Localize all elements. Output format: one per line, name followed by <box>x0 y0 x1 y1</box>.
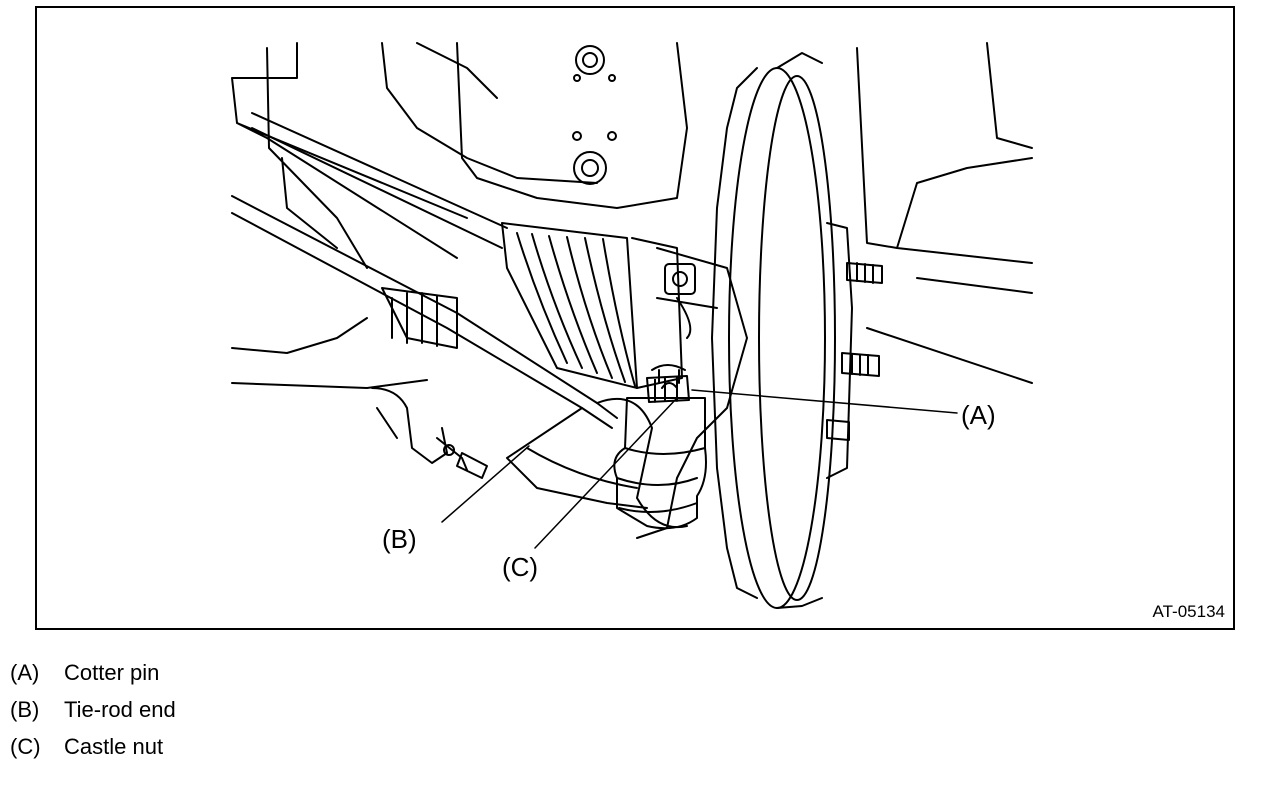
wheel-hub <box>826 222 853 479</box>
legend-item-c: (C) Castle nut <box>10 734 163 760</box>
diagram-frame: (A) (B) (C) AT-05134 <box>35 6 1235 630</box>
legend-key: (A) <box>10 660 40 685</box>
wheel-stud-2 <box>841 352 880 377</box>
strut-body <box>456 42 688 209</box>
wheel-stud-1 <box>846 262 883 284</box>
bolt-upper <box>575 45 605 75</box>
figure-id: AT-05134 <box>1152 602 1225 621</box>
bolt-lower <box>573 151 607 185</box>
legend-label: Tie-rod end <box>64 697 176 722</box>
tie-rod-clamp <box>371 387 468 471</box>
lower-right-line <box>866 277 1033 384</box>
tie-rod-nut <box>381 287 458 349</box>
callout-c: (C) <box>502 552 539 582</box>
callout-a: (A) <box>961 400 996 430</box>
upper-bracket <box>381 42 598 184</box>
legend-item-b: (B) Tie-rod end <box>10 697 176 723</box>
wheel-stud-3 <box>826 419 850 441</box>
axle-shaft <box>251 112 508 249</box>
tie-rod-end <box>506 398 688 529</box>
legend-key: (C) <box>10 734 41 759</box>
legend-item-a: (A) Cotter pin <box>10 660 159 686</box>
tie-rod <box>231 195 618 429</box>
callout-b: (B) <box>382 524 417 554</box>
castle-nut <box>646 375 690 403</box>
suspension-illustration <box>231 42 1033 609</box>
chassis-outline <box>231 42 468 259</box>
brake-disc <box>728 67 826 609</box>
right-panel <box>856 42 1033 264</box>
legend-label: Castle nut <box>64 734 164 759</box>
leader-line-c <box>534 397 678 549</box>
knuckle-bolt <box>664 263 696 295</box>
leader-line-b <box>441 445 530 523</box>
legend-key: (B) <box>10 697 40 722</box>
left-lower-arm <box>231 317 428 389</box>
ball-joint-boot <box>613 397 707 530</box>
legend-label: Cotter pin <box>64 660 160 685</box>
cotter-pin <box>651 364 686 389</box>
leader-line-a <box>691 389 958 414</box>
body-panel <box>266 47 368 269</box>
